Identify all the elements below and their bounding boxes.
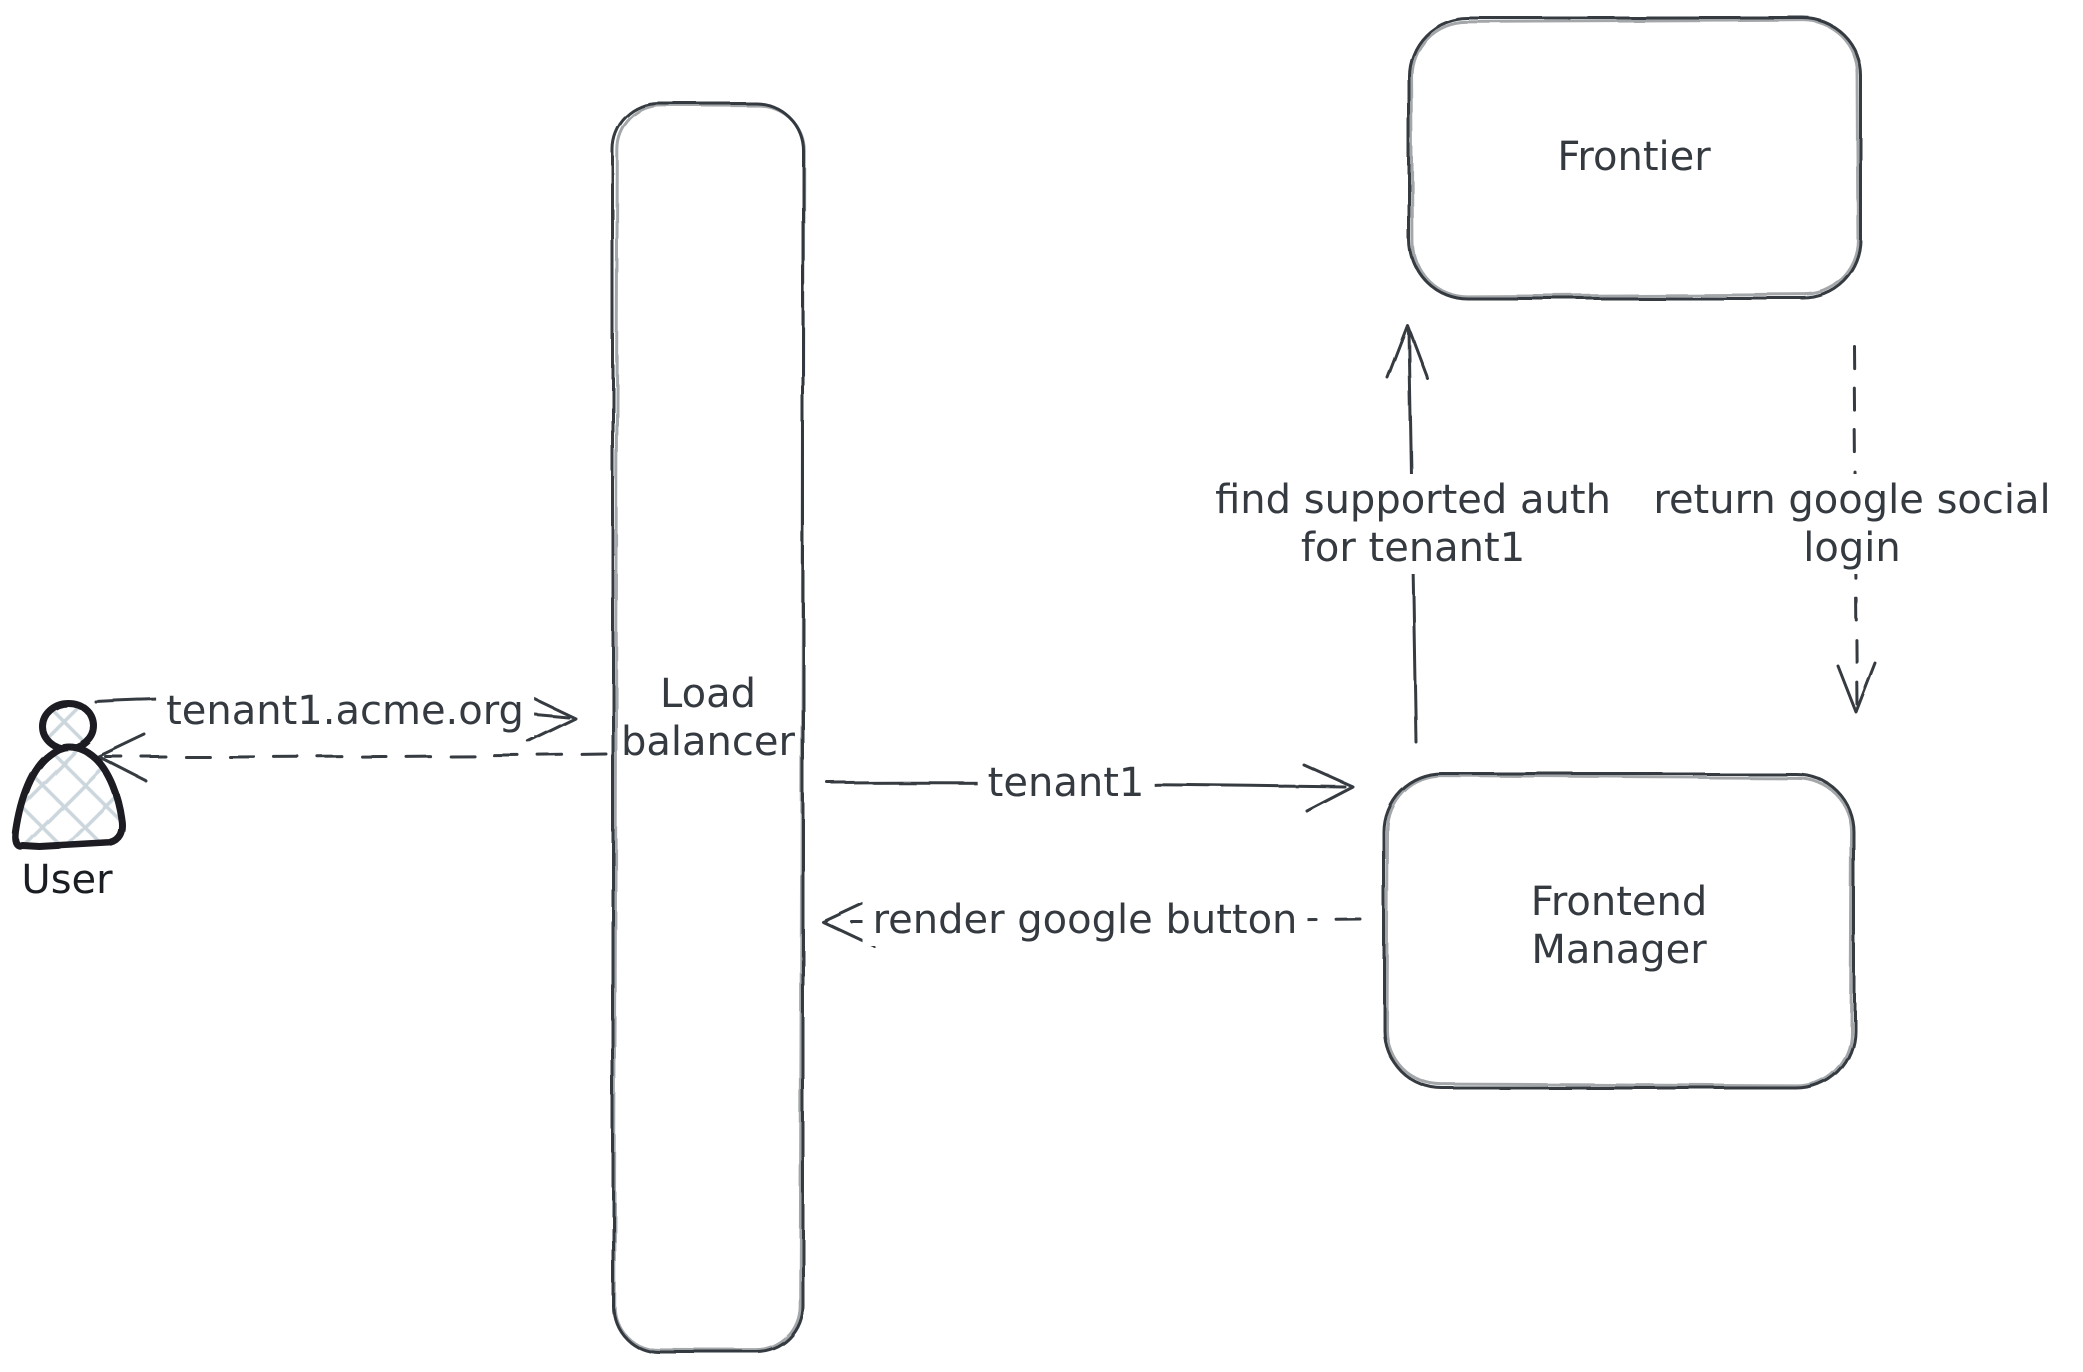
user-node-label: User xyxy=(21,857,113,903)
edge-label-tenant1: tenant1 xyxy=(977,757,1155,809)
return-google-social-line2: login xyxy=(1803,525,1901,571)
edge-label-return-google-social-login: return google social login xyxy=(1643,474,2061,574)
edge-lb-to-user xyxy=(97,733,608,783)
find-supported-auth-line2: for tenant1 xyxy=(1300,525,1526,571)
frontend-manager-node-label: Frontend Manager xyxy=(1531,878,1708,974)
load-balancer-node-label: Load balancer xyxy=(621,670,795,766)
frontend-manager-label-line1: Frontend xyxy=(1530,879,1708,925)
edge-label-find-supported-auth: find supported auth for tenant1 xyxy=(1205,474,1621,574)
user-icon xyxy=(12,699,126,851)
edge-label-render-google-button: render google button xyxy=(862,894,1308,946)
frontier-node xyxy=(1407,16,1863,300)
frontend-manager-label-line2: Manager xyxy=(1531,927,1707,973)
frontier-node-label: Frontier xyxy=(1557,134,1711,180)
load-balancer-label-line2: balancer xyxy=(621,719,795,765)
frontend-manager-node xyxy=(1382,772,1856,1090)
find-supported-auth-line1: find supported auth xyxy=(1215,477,1611,523)
load-balancer-label-line1: Load xyxy=(660,671,756,717)
edge-label-tenant1-acme-org: tenant1.acme.org xyxy=(156,685,534,737)
load-balancer-node xyxy=(611,102,806,1354)
return-google-social-line1: return google social xyxy=(1653,477,2051,523)
